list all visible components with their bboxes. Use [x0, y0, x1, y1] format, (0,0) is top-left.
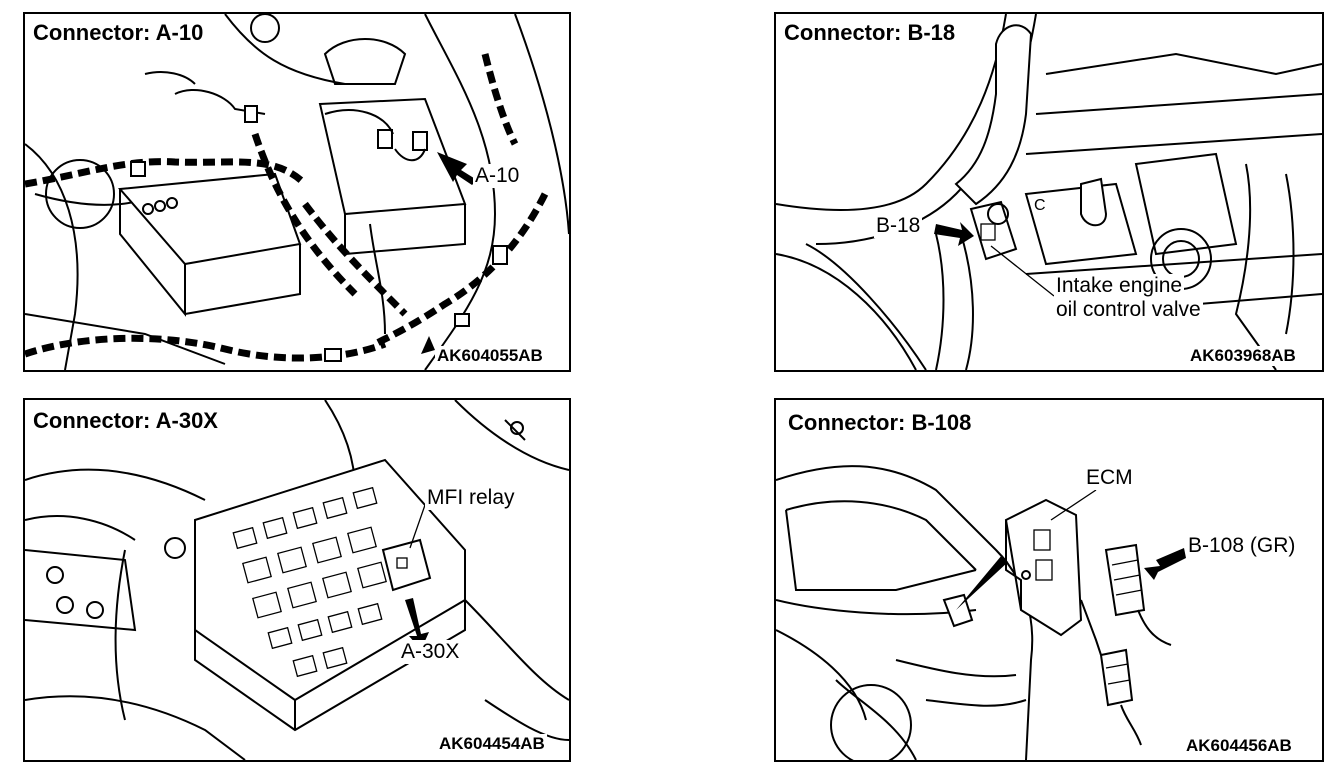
- panel-title: Connector: B-18: [782, 20, 958, 46]
- callout-b18: B-18: [874, 214, 923, 238]
- callout-intake-engine: Intake engine: [1054, 274, 1185, 298]
- figure-code: AK604055AB: [435, 346, 545, 366]
- callout-oil-control-valve: oil control valve: [1054, 298, 1203, 322]
- panel-connector-b108: Connector: B-108 ECM B-108 (GR) AK604456…: [774, 398, 1324, 762]
- figure-code: AK604454AB: [437, 734, 547, 754]
- callout-c-mark: C: [1034, 197, 1046, 214]
- callout-a10: A-10: [473, 164, 522, 188]
- panel-title: Connector: B-108: [786, 410, 974, 436]
- figure-code: AK604456AB: [1184, 736, 1294, 756]
- panel-connector-a30x: Connector: A-30X MFI relay A-30X AK60445…: [23, 398, 571, 762]
- callout-mfi-relay: MFI relay: [425, 486, 517, 510]
- panel-connector-b18: Connector: B-18 B-18 Intake engine oil c…: [774, 12, 1324, 372]
- callout-b108-gr: B-108 (GR): [1186, 534, 1298, 558]
- panel-title: Connector: A-10: [31, 20, 206, 46]
- relay-box-illustration-a30x: [25, 400, 569, 760]
- engine-illustration-b18: [776, 14, 1322, 370]
- callout-ecm: ECM: [1084, 466, 1135, 490]
- figure-code: AK603968AB: [1188, 346, 1298, 366]
- engine-bay-illustration-a10: [25, 14, 569, 370]
- panel-connector-a10: Connector: A-10 A-10 AK604055AB: [23, 12, 571, 372]
- callout-a30x: A-30X: [399, 640, 462, 664]
- ecm-location-illustration-b108: [776, 465, 1186, 760]
- panel-title: Connector: A-30X: [31, 408, 220, 434]
